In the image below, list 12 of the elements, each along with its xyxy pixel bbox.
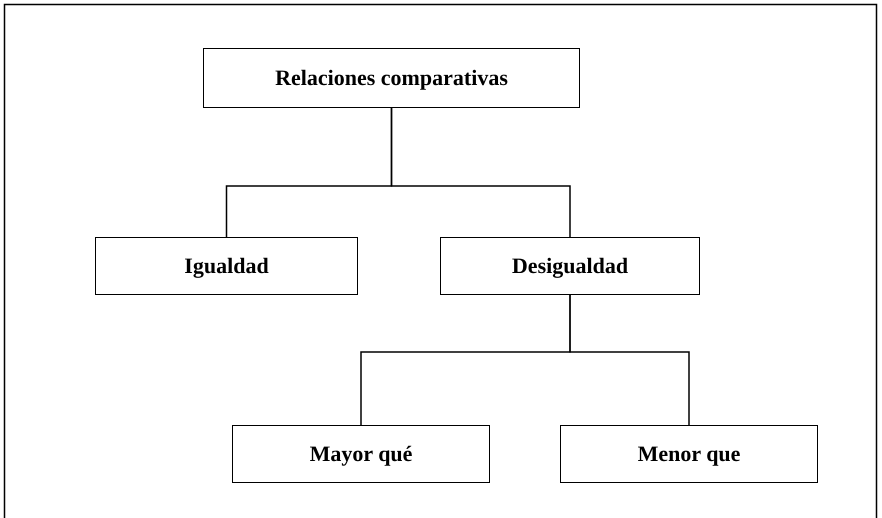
category-box: [440, 237, 700, 295]
category-label: Igualdad: [184, 253, 269, 279]
category-label: Relaciones comparativas: [275, 65, 508, 91]
category-label: Menor que: [638, 441, 740, 467]
connector-line: [569, 295, 690, 425]
connector-line: [390, 108, 571, 237]
category-label: Desigualdad: [512, 253, 628, 279]
category-box: [95, 237, 358, 295]
category-box: [203, 48, 580, 108]
category-label: Mayor qué: [310, 441, 412, 467]
category-box: [232, 425, 490, 483]
category-box: [560, 425, 818, 483]
